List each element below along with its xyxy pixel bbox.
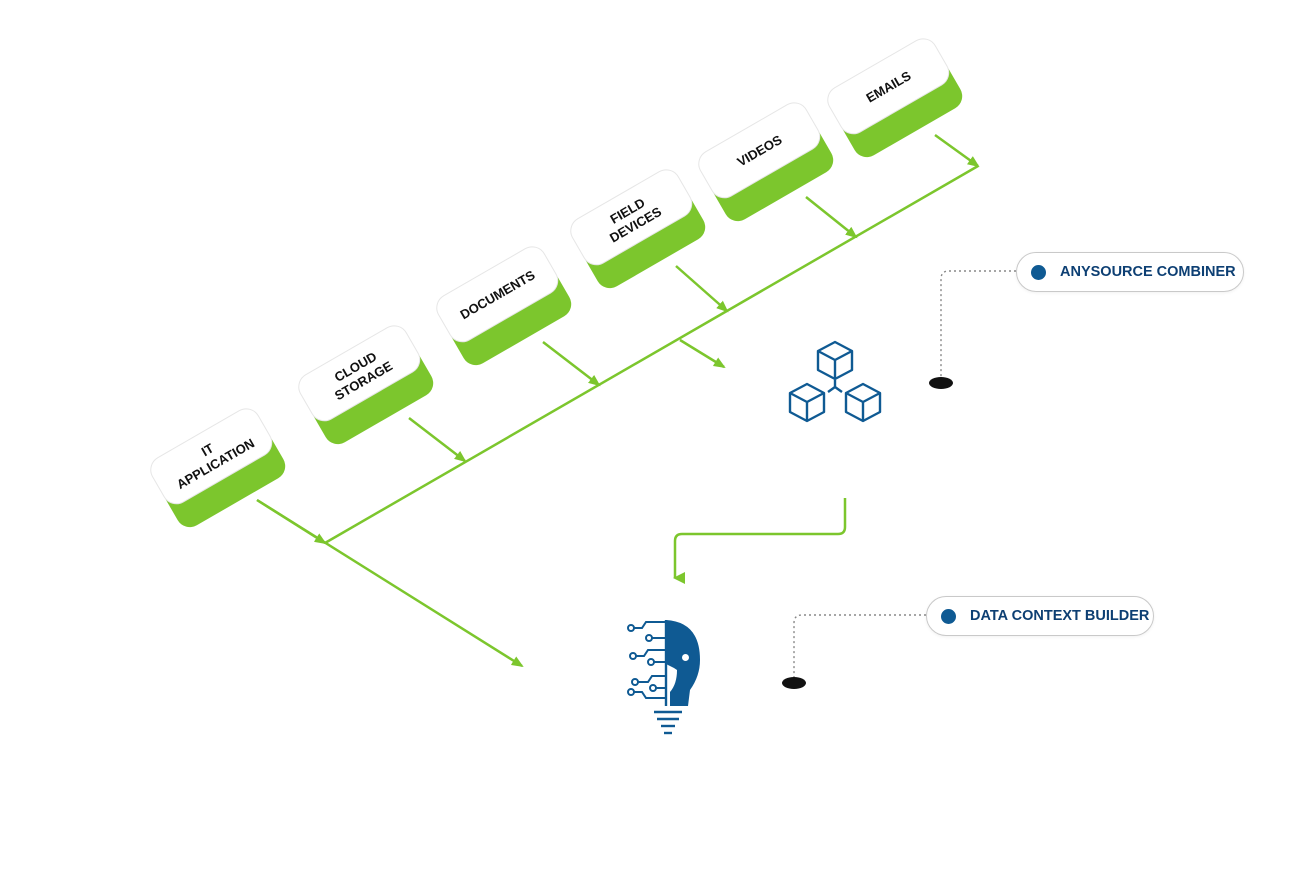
source-tile-body: EMAILS xyxy=(827,38,963,158)
tile-top xyxy=(827,38,950,135)
combiner-label: ANYSOURCE COMBINER xyxy=(1060,264,1236,280)
context-dot-icon xyxy=(941,608,956,624)
context-leader-anchor xyxy=(782,677,806,689)
cubes-network-icon xyxy=(788,340,882,423)
anysource-combiner-callout[interactable]: ANYSOURCE COMBINER xyxy=(1016,252,1244,292)
tile-top xyxy=(436,246,559,343)
tile-top xyxy=(150,408,273,505)
source-connector-emails xyxy=(934,133,980,168)
source-connector-videos xyxy=(805,196,858,239)
data-context-builder-callout[interactable]: DATA CONTEXT BUILDER xyxy=(926,596,1154,636)
context-leader-line xyxy=(793,614,926,678)
combiner-dot-icon xyxy=(1031,264,1046,280)
circuit-lightbulb-icon xyxy=(627,620,700,735)
combiner-leader-line xyxy=(940,270,1016,378)
source-connector-documents xyxy=(542,341,601,387)
combiner-leader-anchor xyxy=(929,377,953,389)
main-bus-line xyxy=(324,164,979,545)
source-tile-body: VIDEOS xyxy=(698,102,834,222)
source-connector-field-devices xyxy=(675,265,729,313)
source-connector-it-application xyxy=(256,498,327,545)
combiner-to-context-connector xyxy=(673,498,847,584)
tile-top xyxy=(698,102,821,199)
source-tile-videos[interactable]: VIDEOS xyxy=(694,98,858,239)
bus-to-combiner-arrow xyxy=(679,338,726,369)
source-connector-cloud-storage xyxy=(408,417,467,463)
tile-top xyxy=(570,169,693,266)
context-label: DATA CONTEXT BUILDER xyxy=(970,608,1150,624)
source-tile-documents[interactable]: DOCUMENTS xyxy=(432,242,601,387)
tile-top xyxy=(298,325,421,422)
source-tile-emails[interactable]: EMAILS xyxy=(823,34,980,168)
